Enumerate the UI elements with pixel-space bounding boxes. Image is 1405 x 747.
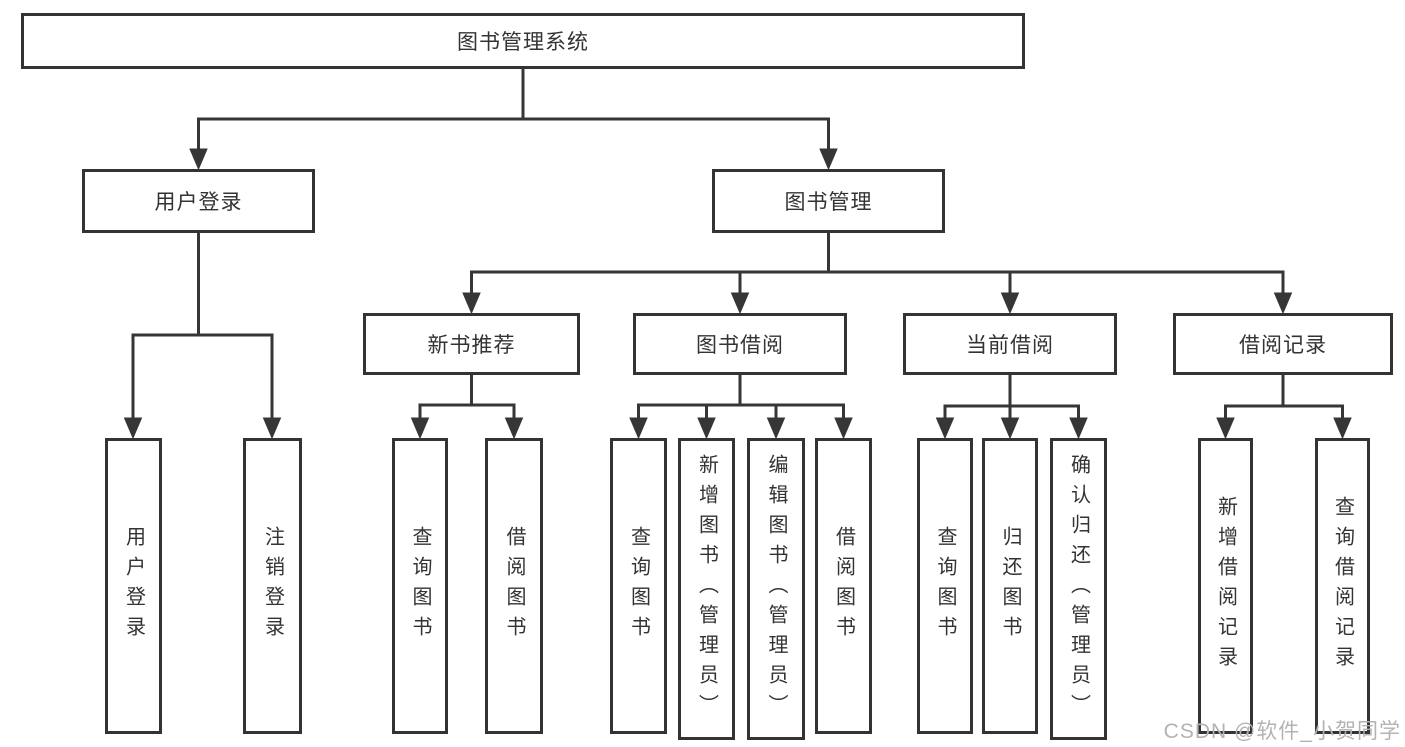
leaf-borrow-query: 查询图书 [610, 438, 667, 734]
node-new-books: 新书推荐 [363, 313, 580, 375]
connector-root [189, 69, 838, 171]
leaf-records-add: 新增借阅记录 [1198, 438, 1253, 734]
leaf-current-confirm-admin: 确认归还（管理员） [1050, 438, 1107, 740]
leaf-records-query: 查询借阅记录 [1315, 438, 1370, 734]
leaf-records-add-label: 新增借阅记录 [1214, 496, 1237, 676]
connector-book-borrow [629, 375, 853, 440]
leaf-newbooks-query: 查询图书 [392, 438, 448, 734]
leaf-borrow-add-admin-label: 新增图书（管理员） [695, 454, 718, 724]
node-book-management: 图书管理 [712, 169, 945, 233]
leaf-borrow-query-label: 查询图书 [627, 526, 650, 646]
node-borrow-records-label: 借阅记录 [1239, 334, 1327, 357]
connector-new-books [410, 375, 524, 440]
leaf-logout-label: 注销登录 [261, 526, 284, 646]
leaf-user-login-label: 用户登录 [122, 526, 145, 646]
node-root: 图书管理系统 [21, 13, 1025, 69]
node-borrow-records: 借阅记录 [1173, 313, 1393, 375]
leaf-borrow-edit-admin: 编辑图书（管理员） [747, 438, 805, 740]
node-book-borrow: 图书借阅 [633, 313, 847, 375]
connector-borrow-records [1216, 375, 1352, 440]
leaf-current-confirm-admin-label: 确认归还（管理员） [1067, 454, 1090, 724]
node-new-books-label: 新书推荐 [427, 334, 516, 357]
leaf-logout: 注销登录 [243, 438, 302, 734]
node-user-login: 用户登录 [82, 169, 315, 233]
connector-book-management [462, 233, 1293, 315]
leaf-borrow-edit-admin-label: 编辑图书（管理员） [765, 454, 787, 724]
leaf-newbooks-borrow: 借阅图书 [485, 438, 543, 734]
leaf-records-query-label: 查询借阅记录 [1331, 496, 1354, 676]
connector-user-login [123, 233, 282, 440]
node-book-borrow-label: 图书借阅 [696, 334, 784, 357]
leaf-current-query: 查询图书 [917, 438, 973, 734]
leaf-borrow-book-label: 借阅图书 [832, 526, 855, 646]
leaf-borrow-book: 借阅图书 [815, 438, 872, 734]
node-book-management-label: 图书管理 [784, 191, 873, 214]
node-current-borrow-label: 当前借阅 [966, 334, 1054, 357]
leaf-current-return: 归还图书 [982, 438, 1038, 734]
node-root-label: 图书管理系统 [457, 31, 589, 54]
leaf-current-query-label: 查询图书 [934, 526, 956, 646]
connector-current-borrow [935, 375, 1088, 440]
leaf-newbooks-borrow-label: 借阅图书 [503, 526, 525, 646]
node-current-borrow: 当前借阅 [903, 313, 1117, 375]
node-user-login-label: 用户登录 [154, 191, 243, 214]
leaf-newbooks-query-label: 查询图书 [409, 526, 431, 646]
csdn-watermark: CSDN @软件_小贺同学 [1163, 720, 1401, 743]
leaf-current-return-label: 归还图书 [999, 526, 1021, 646]
leaf-borrow-add-admin: 新增图书（管理员） [678, 438, 735, 740]
leaf-user-login: 用户登录 [105, 438, 162, 734]
